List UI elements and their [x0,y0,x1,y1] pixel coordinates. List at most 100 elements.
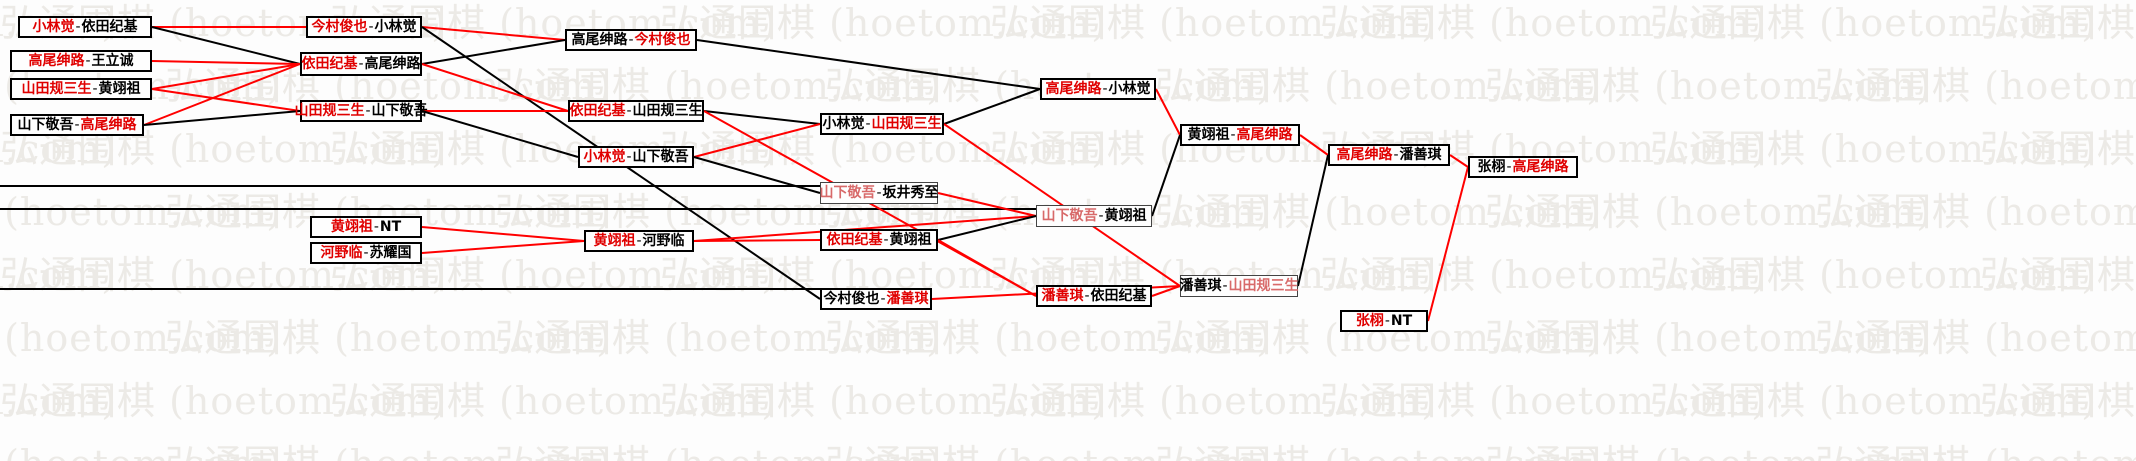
loser-link [943,88,1041,125]
player-name-second: 高尾绅路 [80,117,137,133]
watermark-text: 弘通围棋 (hoetom.com) [495,64,943,108]
watermark-text: 弘通围棋 (hoetom.com) [825,433,1272,461]
loser-link [703,110,821,125]
watermark-text: 弘通围棋 (hoetom.com) [165,316,613,360]
watermark-text: 弘通围棋 (hoetom.com) [330,379,778,423]
winner-link [421,63,569,112]
match-node[interactable]: 山下敬吾-坂井秀至 [819,182,939,204]
match-node[interactable]: 依田纪基-黄翊祖 [820,229,938,251]
watermark-text: 弘通围棋 (hoetom.com) [1320,1,1768,45]
watermark-text: 弘通围棋 (hoetom.com) [990,1,1438,45]
match-node[interactable]: 高尾绅路-潘善琪 [1328,144,1450,166]
vs-separator: - [1222,278,1228,294]
player-name-first: 河野临 [320,245,363,261]
winner-link [1151,285,1181,297]
loser-link [696,39,1041,90]
player-name-second: 苏耀国 [369,245,412,261]
vs-separator: - [92,81,98,97]
watermark-text: 弘通围棋 (hoetom.com) [330,127,778,171]
match-node[interactable]: 黄翊祖-河野临 [584,230,694,252]
match-node[interactable]: 黄翊祖-高尾绅路 [1180,124,1300,146]
player-name-second: 小林觉 [374,19,417,35]
match-node[interactable]: 河野临-苏耀国 [310,242,422,264]
player-name-first: 山田规三生 [294,103,365,119]
loser-link [693,156,821,194]
player-name-second: 山下敬吾 [632,149,689,165]
player-name-second: 黄翊祖 [98,81,141,97]
match-node[interactable]: 山田规三生-黄翊祖 [10,78,152,100]
match-node[interactable]: 张栩-高尾绅路 [1468,156,1578,178]
player-name-first: 黄翊祖 [330,219,373,235]
winner-link [693,239,821,242]
player-name-second: 潘善琪 [1399,147,1442,163]
match-node[interactable]: 高尾绅路-小林觉 [1040,78,1156,100]
player-name-first: 潘善琪 [1041,288,1084,304]
winner-link [421,240,585,254]
winner-link [421,26,566,41]
player-name-first: 小林觉 [32,19,75,35]
winner-link [1449,154,1469,168]
winner-link [937,192,1037,217]
player-name-first: 山下敬吾 [17,117,74,133]
player-name-second: 高尾绅路 [1512,159,1569,175]
watermark-text: 弘通围棋 (hoetom.com) [165,433,612,461]
player-name-first: 高尾绅路 [28,53,85,69]
player-name-first: 小林觉 [822,116,865,132]
watermark-text: 弘通围棋 (hoetom.com) [660,1,1108,45]
watermark-text: 弘通围棋 (hoetom.com) [1155,64,1603,108]
player-name-second: 黄翊祖 [1104,208,1147,224]
vs-separator: - [358,56,364,72]
watermark-text: 弘通围棋 (hoetom.com) [1320,253,1768,297]
loser-link [1151,134,1181,217]
watermark-text: 弘通围棋 (hoetom.com) [0,433,282,461]
player-name-second: 今村俊也 [634,32,691,48]
match-node[interactable]: 小林觉-依田纪基 [18,16,152,38]
vs-separator: - [1084,288,1090,304]
match-node[interactable]: 依田纪基-山田规三生 [568,100,704,122]
player-name-first: 依田纪基 [301,56,358,72]
player-name-second: 河野临 [642,233,685,249]
match-node[interactable]: 小林觉-山下敬吾 [578,146,694,168]
player-name-second: 山下敬吾 [371,103,428,119]
match-node[interactable]: 今村俊也-小林觉 [306,16,422,38]
vs-separator: - [1384,313,1390,329]
vs-separator: - [880,291,886,307]
match-node[interactable]: 潘善琪-山田规三生 [1179,275,1299,297]
match-node[interactable]: 山下敬吾-黄翊祖 [1036,205,1152,227]
player-name-first: 黄翊祖 [593,233,636,249]
player-name-second: 山田规三生 [632,103,703,119]
match-node[interactable]: 黄翊祖-NT [310,216,422,238]
player-name-second: 黄翊祖 [889,232,932,248]
match-node[interactable]: 潘善琪-依田纪基 [1036,285,1152,307]
player-name-second: 高尾绅路 [1236,127,1293,143]
watermark-text: 弘通围棋 (hoetom.com) [1650,253,2098,297]
vs-separator: - [74,117,80,133]
match-node[interactable]: 高尾绅路-今村俊也 [565,29,697,51]
match-node[interactable]: 高尾绅路-王立诚 [10,50,152,72]
match-node[interactable]: 小林觉-山田规三生 [820,113,944,135]
watermark-text: 弘通围棋 (hoetom.com) [1980,253,2136,297]
vs-separator: - [365,103,371,119]
player-name-second: 山田规三生 [1228,278,1299,294]
player-name-first: 山田规三生 [21,81,92,97]
watermark-text: 弘通围棋 (hoetom.com) [1155,190,1603,234]
player-name-second: NT [1390,313,1413,329]
player-name-first: 高尾绅路 [1045,81,1102,97]
match-node[interactable]: 山下敬吾-高尾绅路 [10,114,144,136]
match-node[interactable]: 张栩-NT [1340,310,1428,332]
match-node[interactable]: 山田规三生-山下敬吾 [294,100,428,122]
loser-link [421,39,566,65]
loser-link [1297,154,1329,287]
watermark-text: 弘通围棋 (hoetom.com) [1980,1,2136,45]
match-node[interactable]: 依田纪基-高尾绅路 [300,52,422,76]
vs-separator: - [1098,208,1104,224]
watermark-text: 弘通围棋 (hoetom.com) [990,379,1438,423]
match-node[interactable]: 今村俊也-潘善琪 [820,288,932,310]
watermark-text: 弘通围棋 (hoetom.com) [1815,190,2136,234]
player-name-second: 依田纪基 [1090,288,1147,304]
winner-link [693,123,821,158]
vs-separator: - [75,19,81,35]
player-name-first: 高尾绅路 [1336,147,1393,163]
watermark-text: 弘通围棋 (hoetom.com) [1485,64,1933,108]
winner-link [151,60,301,65]
